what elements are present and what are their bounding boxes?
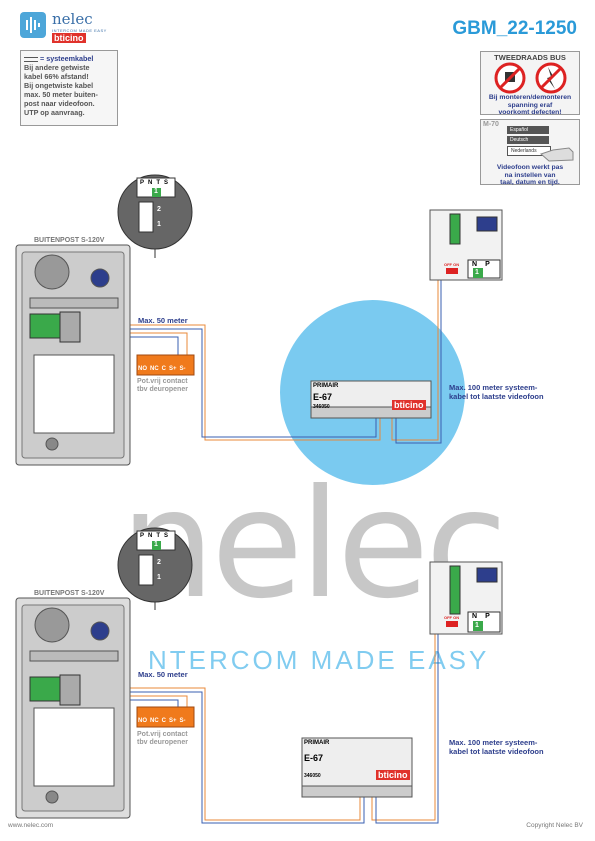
psu-brand: bticino: [376, 770, 410, 780]
bus-warning-title: TWEEDRAADS BUS: [494, 53, 566, 62]
language-item: Español: [507, 126, 549, 134]
cable-note-line: UTP op aanvraag.: [24, 108, 85, 117]
logo-name: nelec: [52, 10, 93, 28]
switch-row-1: 1: [157, 574, 161, 581]
dip-switch-value: 1: [154, 541, 158, 548]
logo-icon: [20, 12, 46, 38]
cable-note-line: kabel 66% afstand!: [24, 72, 89, 81]
psu-code: 346050: [313, 404, 330, 410]
outdoor-unit-title: BUITENPOST S-120V: [34, 590, 105, 597]
psu-primary: PRIMAIR: [304, 740, 330, 746]
doc-code: GBM_22-1250: [452, 18, 577, 39]
footer-copyright: Copyright Nelec BV: [526, 822, 583, 829]
psu-model: E-67: [304, 753, 324, 763]
psu-model: E-67: [313, 392, 333, 402]
hand-icon: [540, 147, 574, 162]
cable-note-title: = systeemkabel: [24, 54, 114, 63]
cable-length-system: Max. 100 meter systeem-kabel tot laatste…: [449, 738, 544, 756]
monitor-dip-value: 1: [475, 622, 479, 629]
cable-note: = systeemkabel Bij andere getwiste kabel…: [20, 50, 118, 126]
psu-brand: bticino: [392, 400, 426, 410]
cable-note-line: Bij andere getwiste: [24, 63, 90, 72]
monitor-off-on: OFF ON: [444, 262, 460, 267]
no-plug-icon: [494, 62, 567, 94]
monitor-off-on: OFF ON: [444, 615, 460, 620]
switch-row-2: 2: [157, 206, 161, 213]
cable-length-outdoor: Max. 50 meter: [138, 670, 188, 679]
psu-primary: PRIMAIR: [313, 383, 339, 389]
cable-note-line: max. 50 meter buiten-: [24, 90, 98, 99]
logo-bticino: bticino: [52, 33, 86, 43]
monitor-dip-value: 1: [475, 269, 479, 276]
language-menu: Español Deutsch Nederlands: [507, 126, 551, 156]
monitor-model: M-70: [483, 121, 499, 128]
switch-row-1: 1: [157, 221, 161, 228]
cable-length-system: Max. 100 meter systeem-kabel tot laatste…: [449, 383, 544, 401]
logo-tagline: INTERCOM MADE EASY: [52, 28, 107, 33]
switch-row-2: 2: [157, 559, 161, 566]
footer-url: www.nelec.com: [8, 822, 54, 829]
cable-note-line: post naar videofoon.: [24, 99, 95, 108]
monitor-note: M-70 Español Deutsch Nederlands Videofoo…: [480, 119, 580, 186]
dip-switch-value: 1: [154, 188, 158, 195]
outdoor-unit-title: BUITENPOST S-120V: [34, 237, 105, 244]
language-item: Deutsch: [507, 136, 549, 144]
psu-code: 346050: [304, 773, 321, 779]
cable-note-line: Bij ongetwiste kabel: [24, 81, 94, 90]
watermark-tagline: NTERCOM MADE EASY: [148, 645, 490, 675]
cable-length-outdoor: Max. 50 meter: [138, 316, 188, 325]
